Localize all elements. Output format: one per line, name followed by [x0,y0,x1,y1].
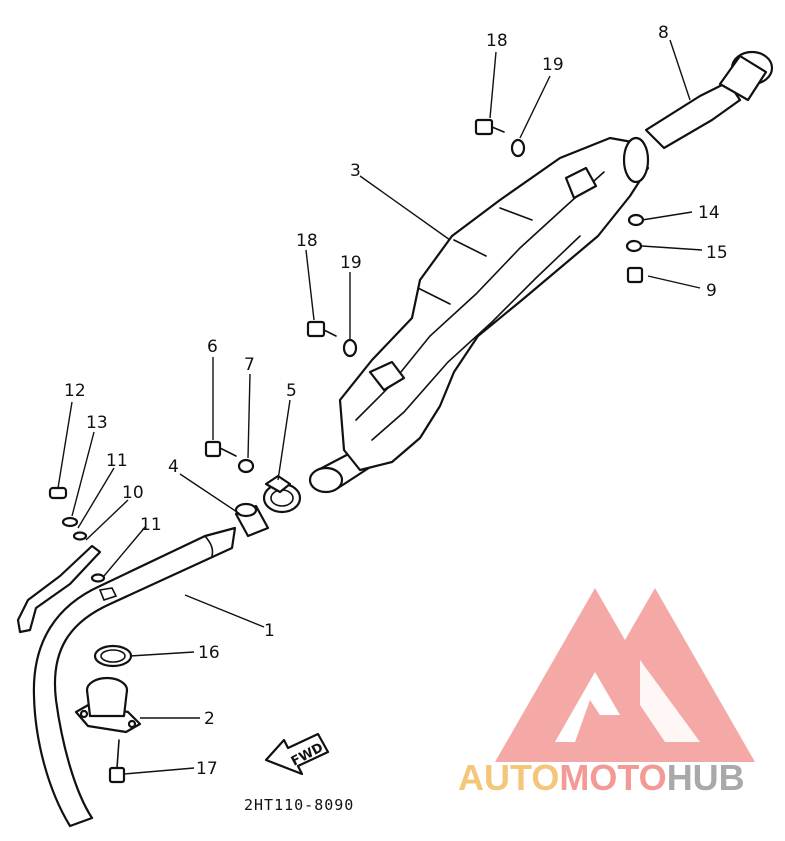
bolt-12 [48,486,68,500]
bracket-10 [16,544,102,634]
watermark-text-hub: HUB [667,757,745,798]
callout-12: 12 [64,381,86,401]
callout-11a: 11 [106,451,128,471]
callout-9: 9 [706,281,717,301]
flange-hole [79,709,89,719]
callout-7: 7 [244,355,255,375]
watermark-text: AUTOMOTOHUB [458,757,745,798]
callout-14: 14 [698,203,720,223]
fwd-arrow-shape [264,732,330,776]
callout-2: 2 [204,709,215,729]
flange-sleeve [85,688,129,718]
flange-hole-2 [127,719,137,729]
callout-18a: 18 [486,31,508,51]
washer-15 [625,239,643,253]
exhaust-pipe-stay [98,587,118,601]
clip-11a [72,531,88,541]
exhaust-flange [74,676,142,734]
callout-5: 5 [286,381,297,401]
exhaust-pipe [32,526,237,828]
muffler-rear-mount [564,166,598,200]
washer-13 [61,516,79,528]
nut-14 [627,213,645,227]
callout-labels: 1 2 3 4 5 6 7 8 9 10 11 11 12 13 14 15 1… [64,23,728,779]
callout-1: 1 [264,621,275,641]
muffler-rib-3 [499,207,533,221]
joint-4 [234,502,270,538]
bolt-17 [108,739,126,784]
bolt-9 [626,266,644,284]
bolt-18-lower [306,320,337,338]
watermark-text-auto: AUTO [458,757,559,798]
exhaust-pipe-body [32,526,237,828]
muffler-front-mount [368,360,406,392]
muffler-edge-2 [371,235,581,441]
callout-8: 8 [658,23,669,43]
callout-15: 15 [706,243,728,263]
fwd-arrow: FWD [264,732,330,776]
muffler [308,136,650,494]
washer-19-upper [510,138,526,158]
callout-16: 16 [198,643,220,663]
callout-4: 4 [168,457,179,477]
bolt-18-upper [474,118,505,136]
gasket-16-inner [100,649,126,663]
callout-3: 3 [350,161,361,181]
watermark-logo-inner [640,660,700,742]
washer-19-lower [342,338,358,358]
callout-10: 10 [122,483,144,503]
part-code: 2HT110-8090 [244,796,354,814]
bolt-6 [204,440,237,458]
leader-lines [57,39,703,775]
callout-17: 17 [196,759,218,779]
muffler-outlet [622,136,650,184]
muffler-shell [338,136,650,472]
muffler-inlet-mouth [308,466,344,494]
muffler-rib-1 [417,287,451,305]
washer-7 [237,458,255,474]
clip-11b [90,573,106,583]
watermark-logo-mark [495,588,755,762]
callout-19b: 19 [340,253,362,273]
callout-11b: 11 [140,515,162,535]
callout-18b: 18 [296,231,318,251]
watermark-text-moto: MOTO [559,757,666,798]
callout-13: 13 [86,413,108,433]
muffler-rib-2 [453,239,487,257]
callout-6: 6 [207,337,218,357]
exhaust-pipe-joint [204,535,214,557]
tail-pipe-8 [644,50,774,150]
watermark-logo [495,588,755,762]
clamp-5 [262,474,302,514]
callout-19a: 19 [542,55,564,75]
